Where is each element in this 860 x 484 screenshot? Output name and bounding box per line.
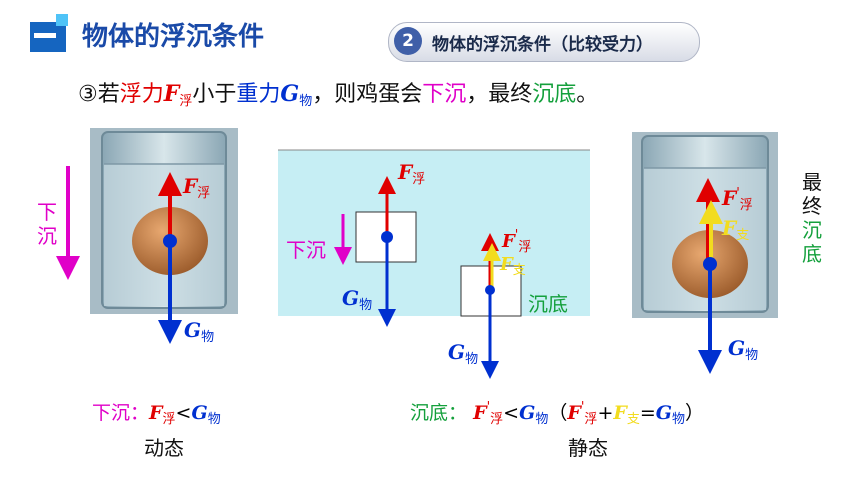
rule-mid: ，则鸡蛋会 [312, 82, 423, 107]
bottom-block-center [485, 285, 495, 295]
section-badge [388, 22, 700, 62]
rule-prefix: ③若 [78, 82, 120, 107]
left-egg-center-dot [163, 234, 177, 248]
right-F-support-label: F支 [722, 216, 750, 243]
rule-gravity-word: 重力 [236, 82, 281, 107]
right-vertical-label-bottom: 沉底 [802, 218, 822, 266]
water-tank [278, 150, 590, 316]
rule-bottom-word: 沉底 [532, 82, 577, 107]
rule-sentence: ③若浮力F浮小于重力G物，则鸡蛋会下沉，最终沉底。 [78, 76, 598, 109]
header-marker-corner [56, 14, 68, 26]
left-G-label: G物 [184, 318, 215, 345]
rule-less-word: 小于 [192, 82, 237, 107]
section-badge-text: 物体的浮沉条件（比较受力） [432, 35, 653, 55]
rule-buoyancy-word: 浮力 [119, 82, 164, 107]
sinking-block-center [381, 231, 393, 243]
right-vertical-label-final: 最终 [802, 170, 822, 218]
section-badge-number: 2 [394, 27, 422, 55]
bottom-G-label: G物 [448, 340, 479, 367]
bottom-label: 沉底 [528, 292, 568, 316]
rule-G-subscript: 物 [299, 94, 313, 109]
right-F-prime-label: F'浮 [722, 186, 753, 213]
sinking-G-label: G物 [342, 286, 373, 313]
rule-F-subscript: 浮 [179, 94, 193, 109]
left-F-label: F浮 [183, 174, 211, 201]
left-sink-label: 下沉 [37, 200, 57, 248]
rule-G-symbol: G [280, 81, 300, 107]
bottom-F-prime-label: F'浮 [502, 228, 532, 255]
static-state-label: 静态 [568, 436, 608, 460]
right-egg-center-dot [703, 257, 717, 271]
dynamic-state-label: 动态 [144, 436, 184, 460]
right-vertical-label: 最终 沉底 [800, 170, 824, 266]
bottom-F-support-label: F支 [500, 254, 526, 278]
sinking-label: 下沉 [286, 238, 326, 262]
right-G-label: G物 [728, 336, 759, 363]
left-beaker-photo [90, 128, 238, 314]
rule-comma: ，最终 [466, 82, 533, 107]
sinking-F-label: F浮 [398, 160, 426, 187]
rule-F-symbol: F [163, 81, 180, 107]
sinking-condition-caption: 下沉：F浮<G物 [92, 402, 221, 427]
rule-sink-word: 下沉 [422, 82, 467, 107]
rule-end: 。 [576, 82, 599, 107]
bottom-condition-caption: 沉底： F'浮<G物（F'浮+F支=G物） [410, 400, 705, 427]
right-beaker-photo [632, 132, 778, 318]
page-title: 物体的浮沉条件 [82, 22, 265, 52]
header-dash-icon [34, 33, 56, 38]
